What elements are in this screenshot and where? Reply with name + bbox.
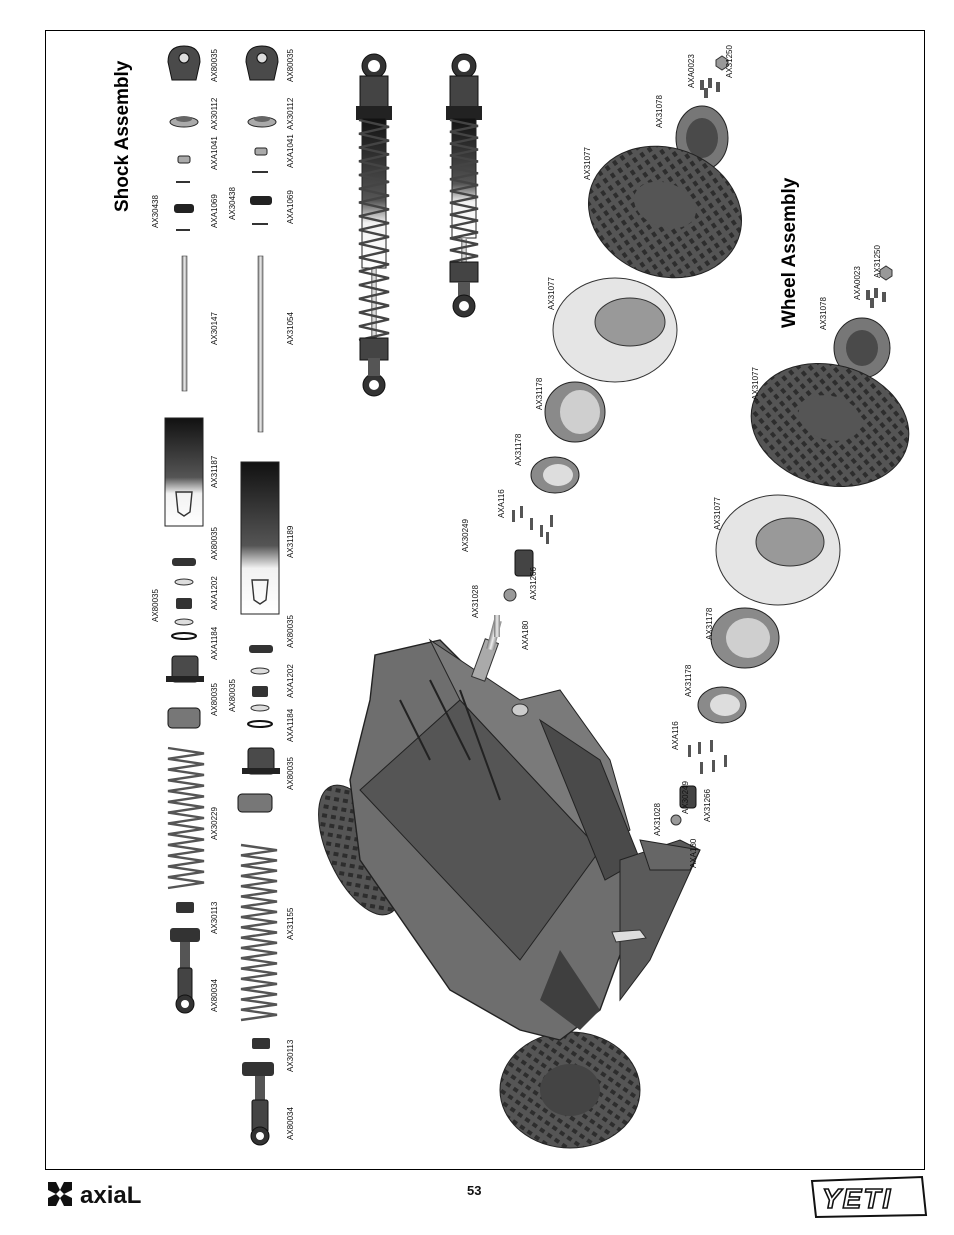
wheel-upper-screws <box>512 506 553 544</box>
part-number-label: AXA1184 <box>286 708 295 742</box>
assembled-shock-long <box>356 53 392 397</box>
axial-logo: axiaL <box>48 1182 141 1209</box>
assembled-shock-short <box>446 53 482 318</box>
part-number-label: AX80034 <box>210 979 219 1012</box>
part-number-label: AXA116 <box>671 721 680 750</box>
part-number-label: AX31266 <box>529 567 538 600</box>
part-number-label: AX31178 <box>705 607 714 640</box>
part-number-label: AX31250 <box>725 45 734 78</box>
part-number-label: AX30249 <box>461 519 470 552</box>
wheel-upper-hardware <box>700 55 729 98</box>
part-number-label: AX31078 <box>655 95 664 128</box>
wheel-assembly-title: Wheel Assembly <box>779 177 800 328</box>
part-number-label: AX31028 <box>471 585 480 618</box>
part-number-label: AX31266 <box>703 789 712 822</box>
wheel-upper-rim-inner <box>530 456 580 494</box>
part-number-label: AXA0023 <box>853 266 862 300</box>
wheel-upper-hex-hub <box>494 549 534 637</box>
shock-lower-parts-2 <box>237 645 280 813</box>
part-number-label: AXA1184 <box>210 626 219 660</box>
shock-lower-end-2 <box>242 1038 274 1146</box>
part-number-label: AX80035 <box>210 683 219 716</box>
yeti-logo-mark-icon <box>810 1175 928 1219</box>
part-number-label: AX30147 <box>210 312 219 345</box>
part-number-label: AXA0023 <box>687 54 696 88</box>
page-number: 53 <box>467 1183 482 1198</box>
shock-upper-parts-row-1 <box>167 45 201 231</box>
part-number-label: AX80035 <box>286 49 295 82</box>
wheel-upper-rim-outer <box>544 381 606 443</box>
brand-name: axiaL <box>80 1182 141 1209</box>
wheel-lower-hex-hub <box>639 785 701 871</box>
part-number-label: AXA180 <box>521 620 530 650</box>
wheel-lower-foam-insert <box>715 494 841 606</box>
part-number-label: AX31189 <box>286 525 295 558</box>
spring-coil <box>240 843 278 1022</box>
spring-coil <box>167 746 205 890</box>
part-number-label: AX80035 <box>286 757 295 790</box>
part-number-label: AXA1041 <box>286 134 295 168</box>
model-name: YETI <box>822 1183 892 1214</box>
page-frame <box>45 30 925 1170</box>
vehicle-chassis <box>318 619 701 1149</box>
part-number-label: AX31250 <box>873 245 882 278</box>
part-number-label: AX30249 <box>681 781 690 814</box>
part-number-label: AXA116 <box>497 489 506 518</box>
shock-upper-parts-row-2 <box>245 45 279 225</box>
part-number-label: AXA1069 <box>286 190 295 224</box>
part-number-label: AX31178 <box>535 377 544 410</box>
part-number-label: AX31178 <box>514 433 523 466</box>
part-number-label: AX30112 <box>286 97 295 130</box>
part-number-label: AX80035 <box>151 589 160 622</box>
part-number-label: AX30113 <box>286 1039 295 1072</box>
part-number-label: AXA1202 <box>210 576 219 610</box>
wheel-lower-rim-inner <box>697 686 747 724</box>
part-number-label: AX31187 <box>210 455 219 488</box>
wheel-lower-screws <box>688 740 727 774</box>
part-number-label: AX30438 <box>151 195 160 228</box>
wheel-upper-tire <box>588 145 742 279</box>
part-number-label: AX31077 <box>713 497 722 530</box>
part-number-label: AX31077 <box>751 367 760 400</box>
part-number-label: AX31078 <box>819 297 828 330</box>
shock-assembly-title: Shock Assembly <box>112 60 133 212</box>
shock-spring-1 <box>167 746 205 890</box>
part-number-label: AX31077 <box>547 277 556 310</box>
part-number-label: AX31178 <box>684 664 693 697</box>
part-number-label: AX30438 <box>228 187 237 220</box>
shock-lower-end-1 <box>170 902 200 1014</box>
part-number-label: AXA1202 <box>286 664 295 698</box>
part-number-label: AX80035 <box>210 527 219 560</box>
part-number-label: AXA1069 <box>210 194 219 228</box>
wheel-upper-foam-insert <box>552 277 678 383</box>
shock-body-1 <box>164 417 204 527</box>
part-number-label: AX80035 <box>228 679 237 712</box>
axial-emblem-icon <box>48 1182 72 1206</box>
part-number-label: AX31028 <box>653 803 662 836</box>
yeti-logo: YETI <box>810 1175 928 1219</box>
wheel-lower-hardware <box>866 265 893 308</box>
part-number-label: AX31054 <box>286 312 295 345</box>
part-number-label: AXA180 <box>689 838 698 868</box>
shock-spring-2 <box>240 843 278 1022</box>
part-number-label: AX30113 <box>210 901 219 934</box>
part-number-label: AX80035 <box>210 49 219 82</box>
part-number-labels: AX80035AX30112AXA1041AXA1069AX30438AX800… <box>151 45 882 1140</box>
part-number-label: AX30229 <box>210 807 219 840</box>
part-number-label: AX30112 <box>210 97 219 130</box>
wheel-lower-rim-outer <box>710 607 780 669</box>
shock-rod-2 <box>257 255 264 433</box>
part-number-label: AX80035 <box>286 615 295 648</box>
wheel-lower-hub <box>833 317 891 379</box>
wheel-lower-tire <box>750 362 910 488</box>
part-number-label: AX31155 <box>286 907 295 940</box>
part-number-label: AXA1041 <box>210 136 219 170</box>
shock-body-2 <box>240 461 280 615</box>
part-number-label: AX31077 <box>583 147 592 180</box>
shock-rod-1 <box>181 255 188 392</box>
part-number-label: AX80034 <box>286 1107 295 1140</box>
shock-lower-parts-1 <box>166 558 204 729</box>
